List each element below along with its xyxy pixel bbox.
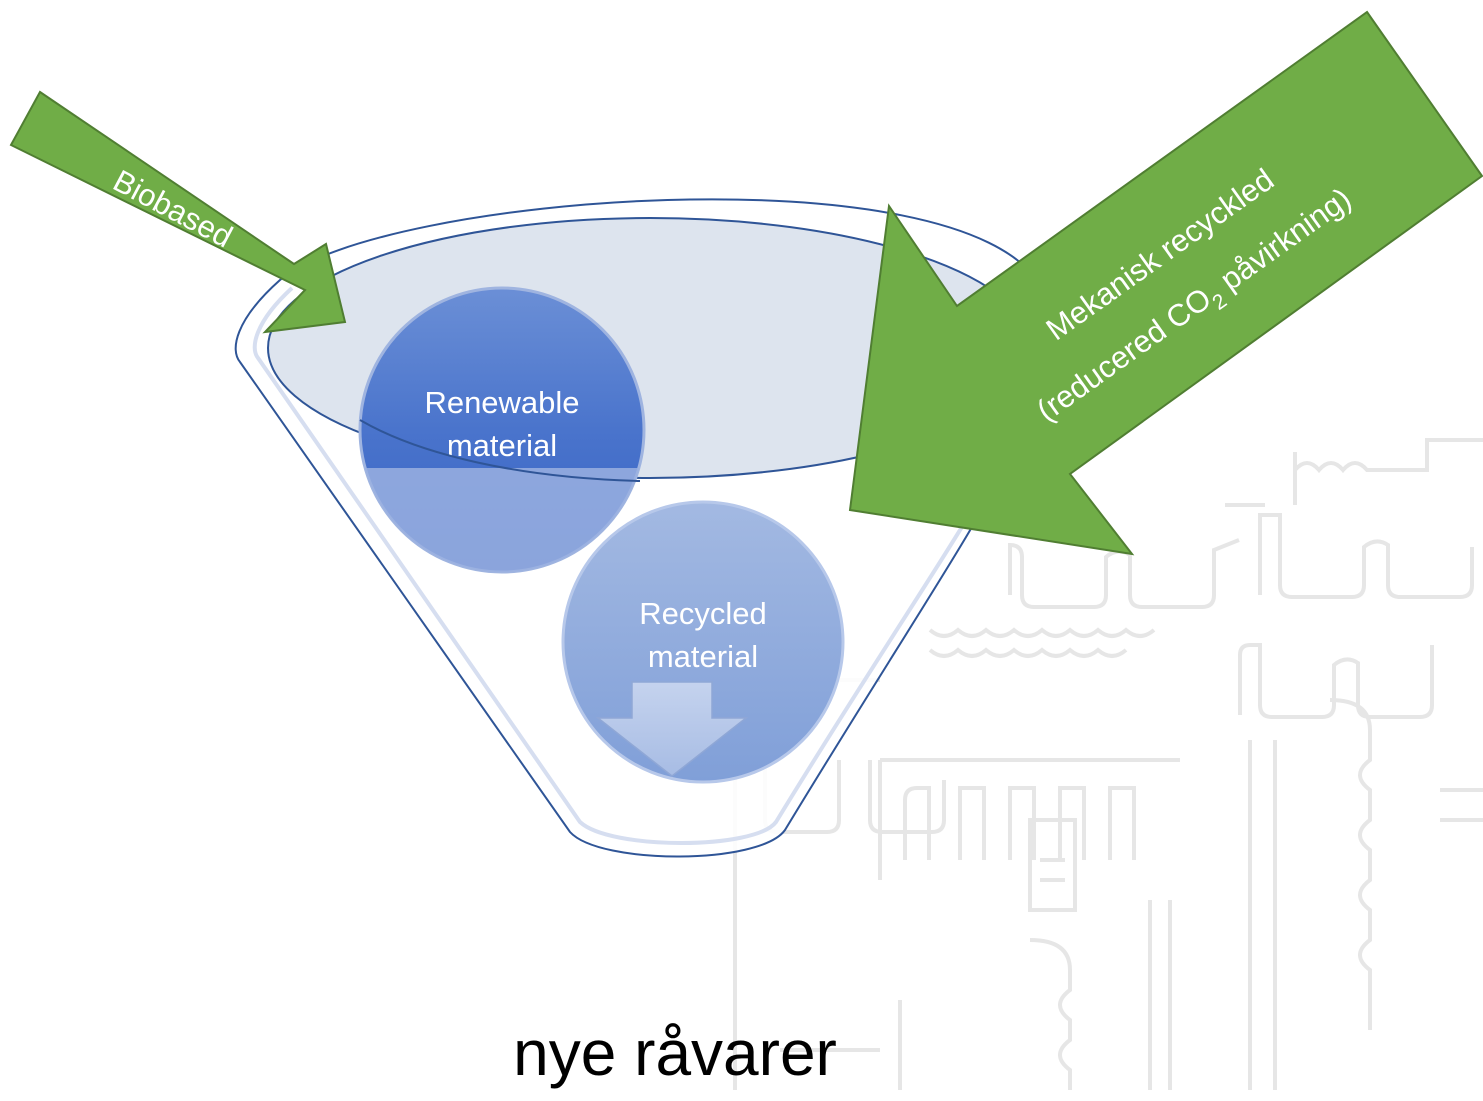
renewable-material-node: Renewable material [358, 286, 646, 574]
renewable-label-line2: material [447, 428, 557, 463]
down-arrow [595, 681, 749, 777]
biobased-label: Biobased [108, 163, 239, 255]
recycled-label-line2: material [648, 639, 758, 674]
background-building-watermark [733, 438, 1483, 1090]
mechanical-recycling-arrow: Mekanisk recyckled (reducered CO2 påvirk… [848, 10, 1483, 556]
output-label: nye råvarer [513, 1017, 837, 1089]
renewable-label-line1: Renewable [424, 385, 579, 420]
recycled-label-line1: Recycled [639, 596, 767, 631]
